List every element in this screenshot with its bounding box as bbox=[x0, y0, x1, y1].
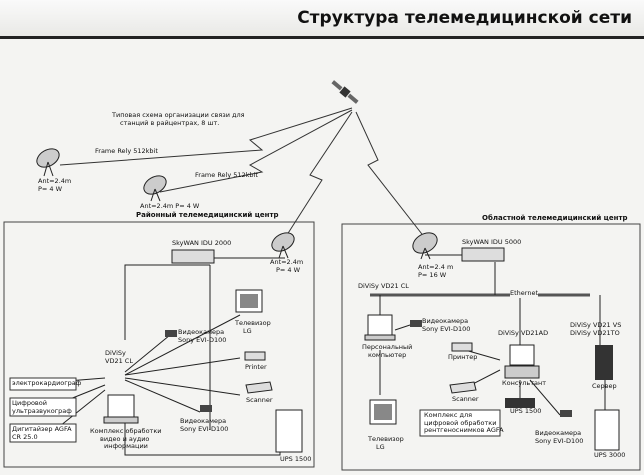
district-center-frame bbox=[3, 221, 315, 468]
wire-tv bbox=[124, 314, 241, 376]
skywan-5000-label: SkyWAN IDU 5000 bbox=[462, 238, 522, 246]
digitizer-box bbox=[9, 423, 77, 443]
dish-antenna-icon bbox=[412, 232, 438, 260]
wire-skywan-divisy bbox=[124, 264, 210, 340]
tv-icon bbox=[369, 399, 397, 425]
district-center-title: Районный телемедицинский центр bbox=[136, 211, 279, 219]
wire-ad-printer bbox=[464, 349, 501, 361]
printer-icon bbox=[451, 342, 473, 352]
header-bar: Структура телемедицинской сети bbox=[0, 0, 644, 39]
camera-icon bbox=[165, 330, 177, 337]
scanner-label: Scanner bbox=[452, 395, 479, 403]
ups-1500-left-icon bbox=[275, 409, 303, 453]
frame-relay-label: Frame Rely 512kbit bbox=[195, 171, 258, 179]
ups-1500-left-label: UPS 1500 bbox=[280, 455, 312, 463]
scanner-icon bbox=[245, 381, 273, 394]
ant2-label: Ant=2.4m P= 4 W bbox=[140, 202, 200, 210]
printer-label: Принтер bbox=[448, 353, 478, 361]
link-ant2 bbox=[159, 109, 353, 193]
ups-1500-right-icon bbox=[505, 398, 535, 408]
tv-icon bbox=[235, 289, 263, 313]
divisy-vd21ad-icon bbox=[504, 344, 540, 379]
satellite-icon bbox=[331, 80, 359, 104]
ultrasound-box bbox=[9, 397, 77, 417]
skywan-2000-label: SkyWAN IDU 2000 bbox=[172, 239, 232, 247]
ethernet-label: Ethernet bbox=[510, 289, 538, 298]
camera-icon bbox=[410, 320, 422, 327]
frame-relay-label: Frame Rely 512kbit bbox=[95, 147, 158, 155]
wire-cam2 bbox=[124, 379, 201, 413]
divisy-vs-label: DiViSy VD21 VS bbox=[570, 321, 622, 329]
ups-1500-right-label: UPS 1500 bbox=[510, 407, 542, 415]
wire-printer bbox=[124, 357, 241, 376]
skywan-5000-unit bbox=[461, 247, 505, 262]
dish-antenna-icon bbox=[36, 148, 60, 177]
wire-pc-cam bbox=[394, 324, 411, 331]
ups-3000-icon bbox=[594, 409, 620, 451]
link-ant4 bbox=[355, 111, 426, 239]
camera-icon bbox=[200, 405, 212, 412]
skywan-2000-unit bbox=[171, 249, 215, 264]
link-ant1 bbox=[59, 107, 353, 166]
wire-digitizer bbox=[54, 389, 106, 431]
link-ant3 bbox=[284, 111, 353, 239]
regional-center-title: Областной телемедицинский центр bbox=[482, 214, 628, 222]
consultant-label: Консультант bbox=[502, 379, 547, 387]
wire-cam bbox=[124, 334, 171, 373]
pc-icon bbox=[364, 314, 396, 341]
dish-antenna-icon bbox=[143, 175, 167, 202]
ecg-box bbox=[9, 377, 77, 391]
agfa-complex-box bbox=[419, 409, 501, 437]
ecg-label: электрокардиограф bbox=[12, 379, 82, 387]
scanner-label: Scanner bbox=[246, 396, 273, 404]
ups-3000-label: UPS 3000 bbox=[594, 451, 626, 459]
divisy-vd21ad-label: DiViSy VD21AD bbox=[498, 329, 549, 337]
dish-antenna-icon bbox=[271, 232, 295, 259]
page-title: Структура телемедицинской сети bbox=[297, 8, 632, 28]
wire-ad-cam bbox=[529, 379, 561, 416]
server-label: Сервер bbox=[592, 382, 617, 390]
divisy-right-label: DiViSy VD21 CL bbox=[358, 282, 409, 290]
server-icon bbox=[595, 345, 613, 380]
printer-icon bbox=[244, 351, 266, 361]
wire-scanner bbox=[124, 377, 241, 396]
scanner-icon bbox=[449, 381, 477, 394]
divisy-workstation-icon bbox=[103, 394, 139, 424]
regional-center-frame bbox=[341, 223, 641, 471]
divisy-to-label: DiViSy VD21TO bbox=[570, 329, 620, 337]
camera-icon bbox=[560, 410, 572, 417]
printer-label: Printer bbox=[245, 363, 267, 371]
